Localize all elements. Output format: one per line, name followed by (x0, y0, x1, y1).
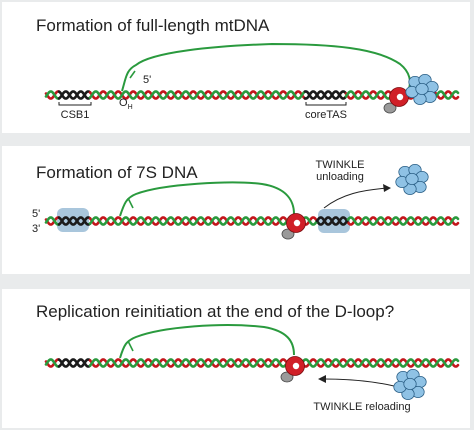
panel-replication-reinitiation: Replication reinitiation at the end of t… (2, 289, 470, 428)
heavy-strand-segment (44, 216, 61, 226)
twinkle-unloading-line1: TWINKLE (316, 159, 365, 171)
arrow-icon (323, 187, 389, 209)
polymerase-icon (383, 87, 409, 114)
heavy-strand-segment (315, 216, 350, 226)
heavy-strand-segment (346, 216, 460, 226)
diagram-reinitiation: TWINKLE reloading (44, 324, 460, 413)
heavy-strand-segment (88, 90, 307, 100)
arrow-head (383, 184, 391, 192)
heavy-strand-segment (303, 90, 348, 100)
panel-full-length-mtdna: Formation of full-length mtDNA CSB1 core… (2, 2, 470, 133)
arrow-icon (323, 378, 395, 387)
polymerase-icon (280, 356, 305, 383)
csb1-bracket (58, 102, 92, 106)
nascent-strand-tick (127, 197, 134, 209)
origin-heavy-label: OH (119, 97, 133, 111)
polymerase-icon (281, 213, 306, 240)
panel-title: Formation of full-length mtDNA (36, 16, 270, 35)
csb1-label: CSB1 (61, 109, 90, 121)
heavy-strand-segment (57, 216, 92, 226)
arrow-head (318, 375, 326, 383)
dna-bound-protein-left (57, 208, 89, 232)
dna-bound-protein-right (318, 209, 350, 233)
light-strand-segment (44, 216, 61, 226)
light-strand-segment (44, 90, 61, 100)
heavy-strand-segment (57, 358, 92, 368)
helicase-subunit (403, 378, 417, 391)
panel-title: Formation of 7S DNA (36, 163, 198, 182)
three-prime-label: 3' (32, 223, 40, 235)
heavy-strand-segment (44, 358, 61, 368)
nascent-dloop-strand (119, 324, 295, 359)
heavy-strand-segment (57, 90, 92, 100)
twinkle-helicase-icon (405, 74, 439, 106)
five-prime-label: 5' (143, 74, 151, 86)
panel-title: Replication reinitiation at the end of t… (36, 302, 395, 321)
origin-heavy-main: O (119, 97, 128, 109)
nascent-strand-tick (129, 70, 136, 79)
helicase-subunit (415, 83, 429, 96)
nascent-7s-strand (119, 181, 295, 217)
dna-double-helix (44, 216, 460, 226)
light-strand-segment (346, 216, 460, 226)
light-strand-segment (44, 358, 61, 368)
helicase-subunit (405, 172, 419, 185)
coretas-bracket (305, 102, 347, 106)
nascent-strand-tick (127, 340, 134, 352)
heavy-strand-segment (88, 216, 319, 226)
twinkle-helicase-icon (395, 163, 429, 196)
twinkle-helicase-icon (393, 369, 427, 401)
origin-heavy-subscript: H (128, 104, 133, 111)
twinkle-unloading-line2: unloading (316, 171, 364, 183)
coretas-label: coreTAS (305, 109, 347, 121)
nascent-heavy-strand (121, 42, 411, 92)
dna-double-helix (44, 358, 460, 368)
twinkle-reloading-label: TWINKLE reloading (313, 401, 410, 413)
heavy-strand-segment (88, 358, 460, 368)
diagram-full-length: CSB1 coreTAS OH 5' (44, 42, 460, 121)
heavy-strand-segment (44, 90, 61, 100)
five-prime-label: 5' (32, 208, 40, 220)
